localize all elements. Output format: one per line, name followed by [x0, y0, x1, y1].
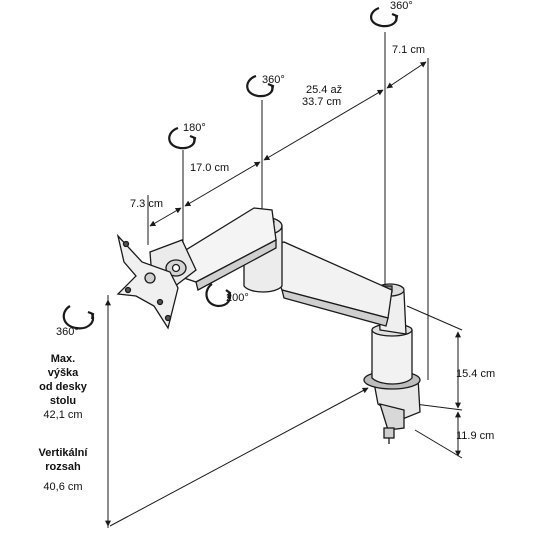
rotate-swivel-icon: [205, 283, 232, 308]
dim-reach: [263, 89, 384, 161]
dim-arm2: [184, 161, 261, 207]
dimension-lines: [105, 61, 461, 527]
rotation-arrows: [62, 6, 399, 330]
dim-offset-top: [386, 61, 427, 89]
rotate-head-icon: [62, 305, 95, 330]
dim-reach-label-1: 25.4 až: [306, 84, 343, 96]
rotation-top-label: 360°: [390, 0, 413, 12]
vertical-range-block: Vertikální rozsah 40,6 cm: [20, 446, 106, 494]
rotate-joint-icon: [246, 74, 275, 98]
dim-arm3-label: 7.3 cm: [130, 198, 164, 210]
rotate-top-icon: [370, 6, 399, 28]
dim-reach-label-2: 33.7 cm: [302, 96, 342, 108]
dim-pole-height-label: 15.4 cm: [456, 368, 496, 380]
dim-offset-top-label: 7.1 cm: [392, 44, 426, 56]
max-height-title-4: stolu: [49, 395, 77, 407]
rotation-tilt-label: 180°: [183, 122, 206, 134]
vertical-range-value: 40,6 cm: [43, 481, 83, 493]
dim-arm2-label: 17.0 cm: [190, 162, 230, 174]
rotation-swivel-label: 200°: [226, 292, 249, 304]
rotation-head-label: 360°: [56, 326, 79, 338]
rotation-joint-label: 360°: [262, 74, 285, 86]
vertical-range-title-2: rozsah: [45, 461, 81, 473]
rotate-tilt-icon: [168, 126, 197, 150]
max-height-title-1: Max.: [50, 353, 76, 365]
pole: [371, 329, 413, 385]
max-height-title-3: od desky: [39, 381, 87, 393]
max-height-block: Max. výška od desky stolu 42,1 cm: [20, 352, 106, 422]
dim-clamp-height-label: 11.9 cm: [456, 430, 495, 442]
dim-arm3: [149, 207, 182, 227]
max-height-title-2: výška: [47, 367, 79, 379]
dim-base-diagonal: [109, 387, 369, 527]
vertical-range-title-1: Vertikální: [38, 447, 88, 459]
max-height-value: 42,1 cm: [43, 409, 83, 421]
monitor-arm: [116, 207, 421, 444]
